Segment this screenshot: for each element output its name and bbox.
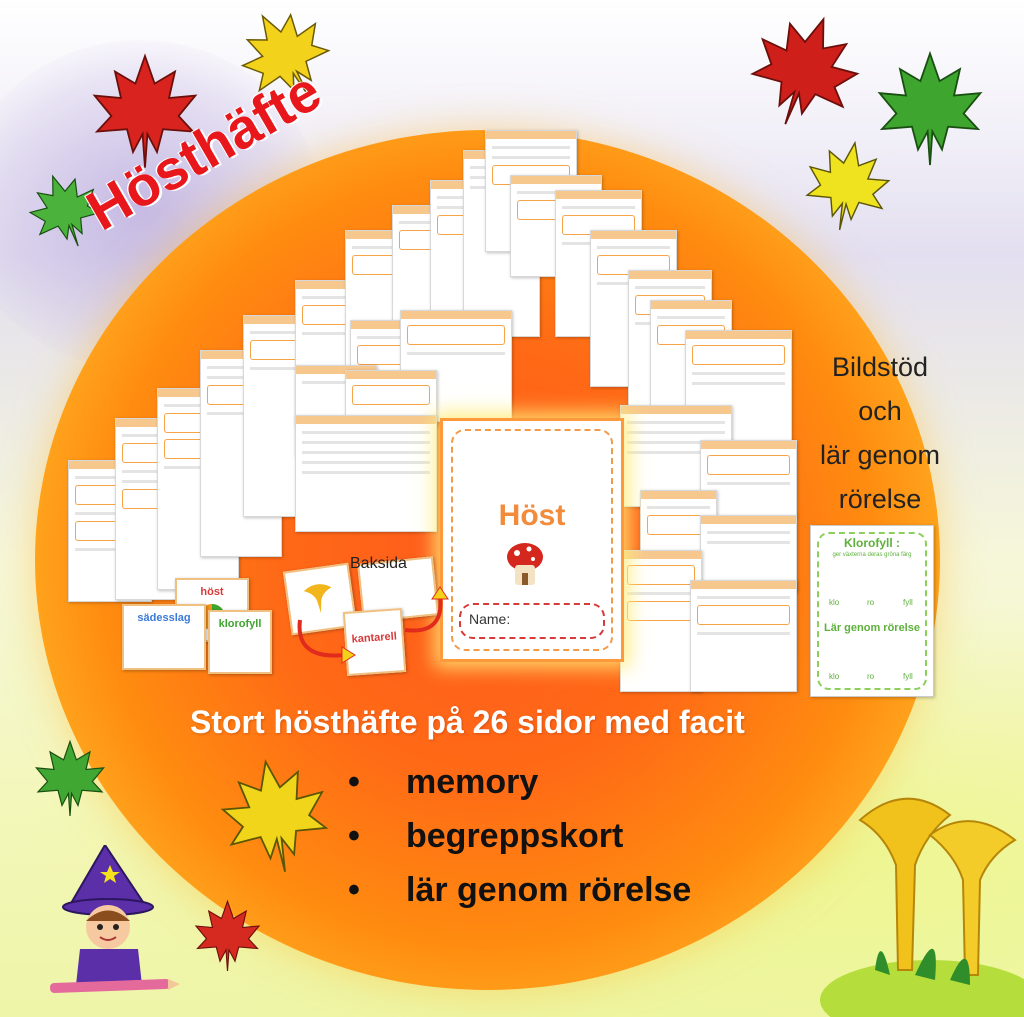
worksheet-thumbnail [690, 580, 797, 692]
yellow-maple-leaf-icon [220, 759, 329, 872]
list-item: • memory [348, 760, 691, 814]
side-caption-line: och [858, 396, 902, 426]
red-maple-leaf-icon [750, 16, 860, 125]
feature-list: • memory • begreppskort • lär genom rörelse [348, 760, 691, 922]
side-caption-line: lär genom [819, 440, 941, 470]
memory-card [282, 562, 358, 636]
side-caption-line: Bildstöd [831, 352, 929, 382]
curved-arrow-icon [297, 619, 356, 664]
syllable-label: ro [867, 672, 875, 681]
bullet-icon: • [348, 763, 360, 801]
syllable-label: ro [867, 598, 875, 607]
list-item: • lär genom rörelse [348, 868, 691, 922]
name-label: Name: [469, 611, 511, 627]
list-item-label: begreppskort [406, 817, 624, 855]
back-side-label: Baksida [350, 555, 407, 572]
red-maple-leaf-icon [194, 899, 261, 972]
klorofyll-poster: Klorofyll : ger växterna deras gröna fär… [810, 525, 934, 697]
bullet-icon: • [348, 817, 360, 855]
side-caption-line: rörelse [838, 484, 922, 514]
green-maple-leaf-icon [35, 739, 105, 816]
poster-title-2: Lär genom rörelse [824, 622, 920, 634]
mushroom-house-icon [507, 543, 543, 585]
card-label: sädesslag [137, 612, 191, 624]
list-item: • begreppskort [348, 814, 691, 868]
card-label: höst [200, 586, 224, 598]
wizard-boy-icon [50, 845, 180, 993]
worksheet-thumbnail [700, 515, 797, 592]
curved-arrow-icon [404, 586, 449, 633]
syllable-label: klo [829, 598, 840, 607]
syllable-label: fyll [903, 672, 913, 681]
name-field: Name: [459, 603, 605, 639]
poster-subtitle: ger växterna deras gröna färg [832, 552, 912, 558]
chanterelle-mushrooms-icon [820, 797, 1024, 1017]
booklet-cover: Höst Name: [440, 418, 624, 662]
headline: Stort hösthäfte på 26 sidor med facit [190, 704, 745, 740]
cover-title: Höst [498, 499, 566, 532]
worksheet-thumbnail [700, 440, 797, 517]
concept-card: klorofyll [208, 610, 272, 674]
yellow-maple-leaf-icon [240, 12, 331, 97]
green-maple-leaf-icon [877, 50, 983, 166]
syllable-label: klo [829, 672, 840, 681]
list-item-label: lär genom rörelse [406, 871, 692, 909]
chanterelle-icon [303, 584, 332, 614]
red-maple-leaf-icon [92, 53, 198, 168]
poster-title: Klorofyll : [844, 536, 900, 550]
side-caption: Bildstöd och lär genom rörelse [795, 345, 965, 521]
yellow-maple-leaf-icon [805, 140, 891, 231]
card-label: klorofyll [218, 618, 262, 630]
green-maple-leaf-icon [28, 174, 102, 247]
concept-card: sädesslag [122, 604, 206, 670]
worksheet-thumbnail [295, 415, 437, 532]
worksheet-thumbnail [685, 330, 792, 442]
list-item-label: memory [406, 763, 539, 801]
cover-dashed-border [451, 429, 613, 651]
poster-dashed-border [817, 532, 927, 690]
syllable-label: fyll [903, 598, 913, 607]
bullet-icon: • [348, 871, 360, 909]
